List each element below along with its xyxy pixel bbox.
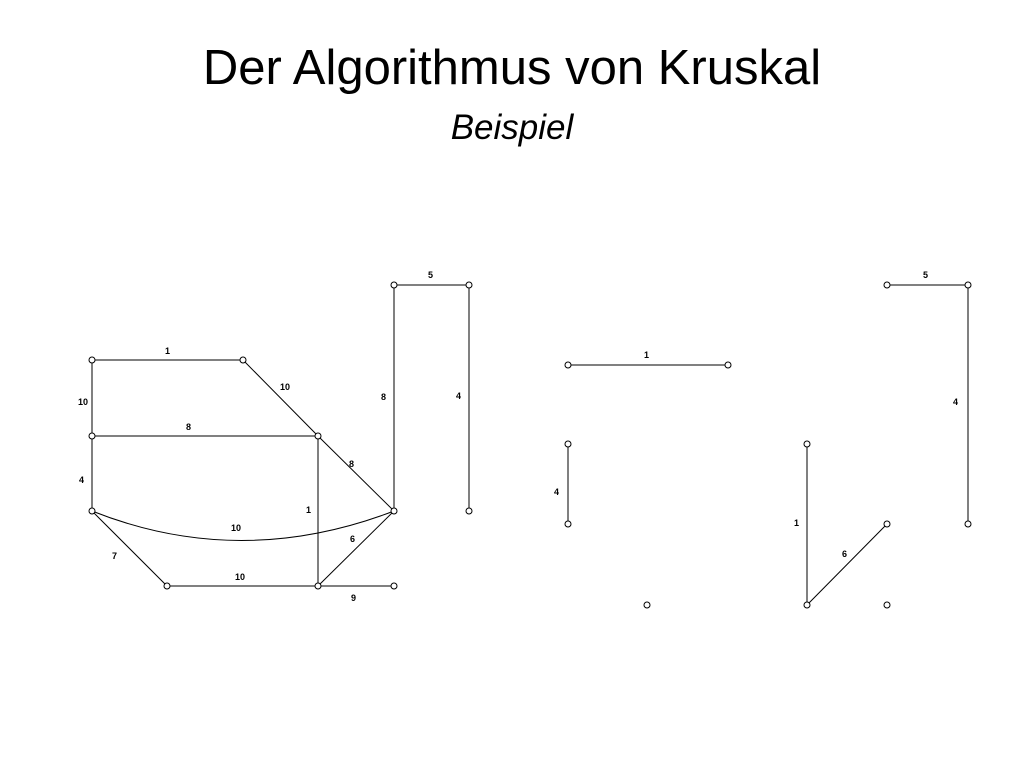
graph-node <box>88 356 96 364</box>
full-graph: 1 10 10 8 4 8 1 10 7 10 6 9 8 5 4 <box>78 270 473 603</box>
forest-weight-a-b: 1 <box>644 350 649 360</box>
weight-l-m: 4 <box>456 391 461 401</box>
slide-subtitle: Beispiel <box>450 108 574 147</box>
spanning-forest: 1 4 1 6 5 4 <box>554 270 972 609</box>
graph-node <box>390 507 398 515</box>
edge-c-g <box>317 435 395 512</box>
forest-node <box>964 520 972 528</box>
weight-h-i: 10 <box>235 572 245 582</box>
weight-i-g: 6 <box>350 534 355 544</box>
forest-edge-i-g <box>806 523 888 606</box>
forest-node <box>564 440 572 448</box>
forest-weight-d-e: 4 <box>554 487 559 497</box>
graph-node <box>465 507 473 515</box>
forest-weight-l-m: 4 <box>953 397 958 407</box>
graph-node <box>88 507 96 515</box>
weight-d-e: 4 <box>79 475 84 485</box>
edge-i-g <box>317 510 395 587</box>
slide-title: Der Algorithmus von Kruskal <box>202 41 822 95</box>
weight-c-i: 1 <box>306 505 311 515</box>
forest-node <box>883 601 891 609</box>
forest-node <box>564 520 572 528</box>
edge-e-g <box>91 510 395 541</box>
weight-a-d: 10 <box>78 397 88 407</box>
forest-node <box>564 361 572 369</box>
forest-weight-i-g: 6 <box>842 549 847 559</box>
weight-g-k: 8 <box>381 392 386 402</box>
weight-e-h: 7 <box>112 551 117 561</box>
graph-node <box>465 281 473 289</box>
graph-node <box>390 582 398 590</box>
forest-weight-k-l: 5 <box>923 270 928 280</box>
graph-node <box>314 582 322 590</box>
forest-node <box>803 440 811 448</box>
weight-a-b: 1 <box>165 346 170 356</box>
edge-b-c <box>242 359 319 437</box>
weight-k-l: 5 <box>428 270 433 280</box>
edge-e-h <box>91 510 168 587</box>
graph-node <box>163 582 171 590</box>
forest-node <box>643 601 651 609</box>
graph-node <box>390 281 398 289</box>
forest-node <box>803 601 811 609</box>
forest-node <box>964 281 972 289</box>
graph-node <box>88 432 96 440</box>
forest-node <box>883 281 891 289</box>
weight-e-g: 10 <box>231 523 241 533</box>
weight-b-c: 10 <box>280 382 290 392</box>
weight-i-j: 9 <box>351 593 356 603</box>
graph-node <box>239 356 247 364</box>
weight-c-g: 8 <box>349 459 354 469</box>
weight-d-c: 8 <box>186 422 191 432</box>
forest-node <box>724 361 732 369</box>
graph-node <box>314 432 322 440</box>
forest-weight-c-i: 1 <box>794 518 799 528</box>
forest-node <box>883 520 891 528</box>
